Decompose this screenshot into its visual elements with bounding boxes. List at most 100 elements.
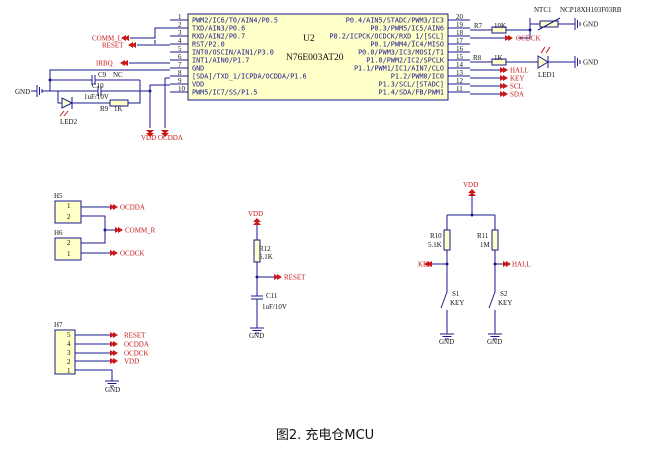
pin-name: RST/P2.0 (192, 41, 225, 49)
mcu-body (187, 13, 449, 101)
net-label-ocdda-h7: OCDDA (124, 341, 149, 349)
net-label-ocdda-h5: OCDDA (120, 204, 145, 212)
pin-name: VDD (192, 81, 204, 89)
c10-value: 1uF/10V (84, 93, 109, 101)
h7-label: H7 (54, 321, 63, 329)
key-hall-circuit: VDD R10 5.1K R11 1M KEY HALL S1 KEY GND … (418, 181, 531, 346)
h7-pin-3: 3 (67, 349, 71, 357)
net-label-key-switch: KEY (418, 261, 432, 269)
mcu-right-pins: 20P0.4/AIN5/STADC/PWM3/IC319P0.3/PWM5/IC… (329, 13, 470, 97)
pin-name: P0.0/PWM3/IC3/MOSI/T1 (358, 49, 444, 57)
h6-pin-1: 1 (67, 250, 71, 258)
pin-number: 3 (178, 29, 182, 37)
pin-number: 18 (456, 29, 464, 37)
net-comm-l: COMM_L (92, 27, 170, 43)
net-label-comm-l: COMM_L (92, 35, 122, 43)
r11-label: R11 (477, 232, 489, 240)
r11-value: 1M (480, 241, 491, 249)
pin-name: INT0/OSCIN/AIN1/P3.0 (192, 49, 274, 57)
pin-number: 19 (456, 21, 464, 29)
mcu-left-pin: 8 [SDA]/TXD_1/ICPDA/OCDDA/P1.6 (170, 69, 307, 81)
net-label-ocdda-bottom-left: OCDDA (158, 134, 183, 142)
r8-label: R8 (473, 54, 482, 62)
net-label-gnd-reset: GND (249, 332, 264, 340)
net-label-ocdck-h7: OCDCK (124, 350, 149, 358)
pin-number: 5 (178, 45, 182, 53)
pin-number: 12 (456, 77, 464, 85)
c9-value: NC (113, 71, 123, 79)
pin-number: 10 (178, 85, 186, 93)
r10-label: R10 (430, 232, 442, 240)
net-label-vdd-h7: VDD (124, 358, 139, 366)
r9-value: 1K (114, 105, 123, 113)
pin-number: 16 (456, 45, 464, 53)
net-label-irbq: IRBQ (96, 60, 113, 68)
pin-name: P1.3/SCL/[STADC] (379, 81, 444, 89)
net-label-hall-switch: HALL (512, 261, 531, 269)
header-h7: H7 5 4 3 2 1 RESET OCDDA OCDCK VDD GND (54, 321, 149, 394)
net-label-scl-right: SCL (510, 83, 523, 91)
header-h6: H6 2 1 COMM_R OCDCK (54, 227, 156, 261)
r10-body (443, 229, 451, 251)
net-irbq: IRBQ (96, 60, 170, 68)
h7-pin-5: 5 (67, 331, 71, 339)
led1-label: LED1 (538, 71, 556, 79)
net-label-ocdck-h6: OCDCK (120, 250, 145, 258)
c9-label: C9 (98, 71, 107, 79)
s2-label: S2 (500, 290, 508, 298)
pin-name: P1.4/SDA/FB/PWM1 (379, 89, 444, 97)
pin-number: 8 (178, 69, 182, 77)
s1-label: S1 (452, 290, 460, 298)
mcu-part: N76E003AT20 (286, 53, 344, 63)
pin-number: 13 (456, 69, 464, 77)
net-label-gnd-s2: GND (487, 338, 502, 346)
pin-number: 17 (456, 37, 464, 45)
h7-pin-4: 4 (67, 340, 71, 348)
r7-label: R7 (474, 22, 483, 30)
c10-label: C10 (92, 82, 104, 90)
h7-pin-1: 1 (67, 367, 71, 375)
net-label-gnd-ntc: GND (583, 21, 598, 29)
reset-circuit: VDD R12 5.1K RESET C11 1uF/10V GND (248, 210, 306, 340)
pin-name: P0.1/PWM4/IC4/MISO (370, 41, 444, 49)
pin-name: P0.4/AIN5/STADC/PWM3/IC3 (346, 17, 444, 25)
pin-number: 7 (178, 61, 182, 69)
pin-name: GND (192, 65, 204, 73)
left-gnd-rail: GND C9 NC C10 1uF/10V LED2 R9 1K (15, 69, 183, 142)
net-label-gnd-h7: GND (105, 386, 120, 394)
net-label-gnd-left: GND (15, 88, 30, 96)
header-h5: H5 1 2 OCDDA (54, 192, 145, 230)
pin-name: PWM2/IC6/T0/AIN4/P0.5 (192, 17, 278, 25)
pin-name: P1.0/PWM2/IC2/SPCLK (366, 57, 445, 65)
net-label-comm-r: COMM_R (125, 227, 156, 235)
led1-symbol (537, 55, 549, 69)
h5-pin-2: 2 (67, 213, 71, 221)
net-reset-left: RESET (102, 40, 170, 50)
r12-label: R12 (259, 245, 271, 253)
c11-value: 1uF/10V (262, 303, 287, 311)
s1-value: KEY (450, 299, 464, 307)
pin-name: PWM5/IC7/SS/P1.5 (192, 89, 257, 97)
h5-label: H5 (54, 192, 63, 200)
r9-label: R9 (100, 105, 109, 113)
net-label-reset-circuit: RESET (284, 274, 306, 282)
pin-name: RXD/AIN2/P0.7 (192, 33, 245, 41)
c11-label: C11 (266, 292, 278, 300)
h7-pin-2: 2 (67, 358, 71, 366)
pin-name: [SDA]/TXD_1/ICPDA/OCDDA/P1.6 (192, 73, 307, 81)
pin-number: 20 (456, 13, 464, 21)
h6-label: H6 (54, 229, 63, 237)
net-label-gnd-s1: GND (439, 338, 454, 346)
